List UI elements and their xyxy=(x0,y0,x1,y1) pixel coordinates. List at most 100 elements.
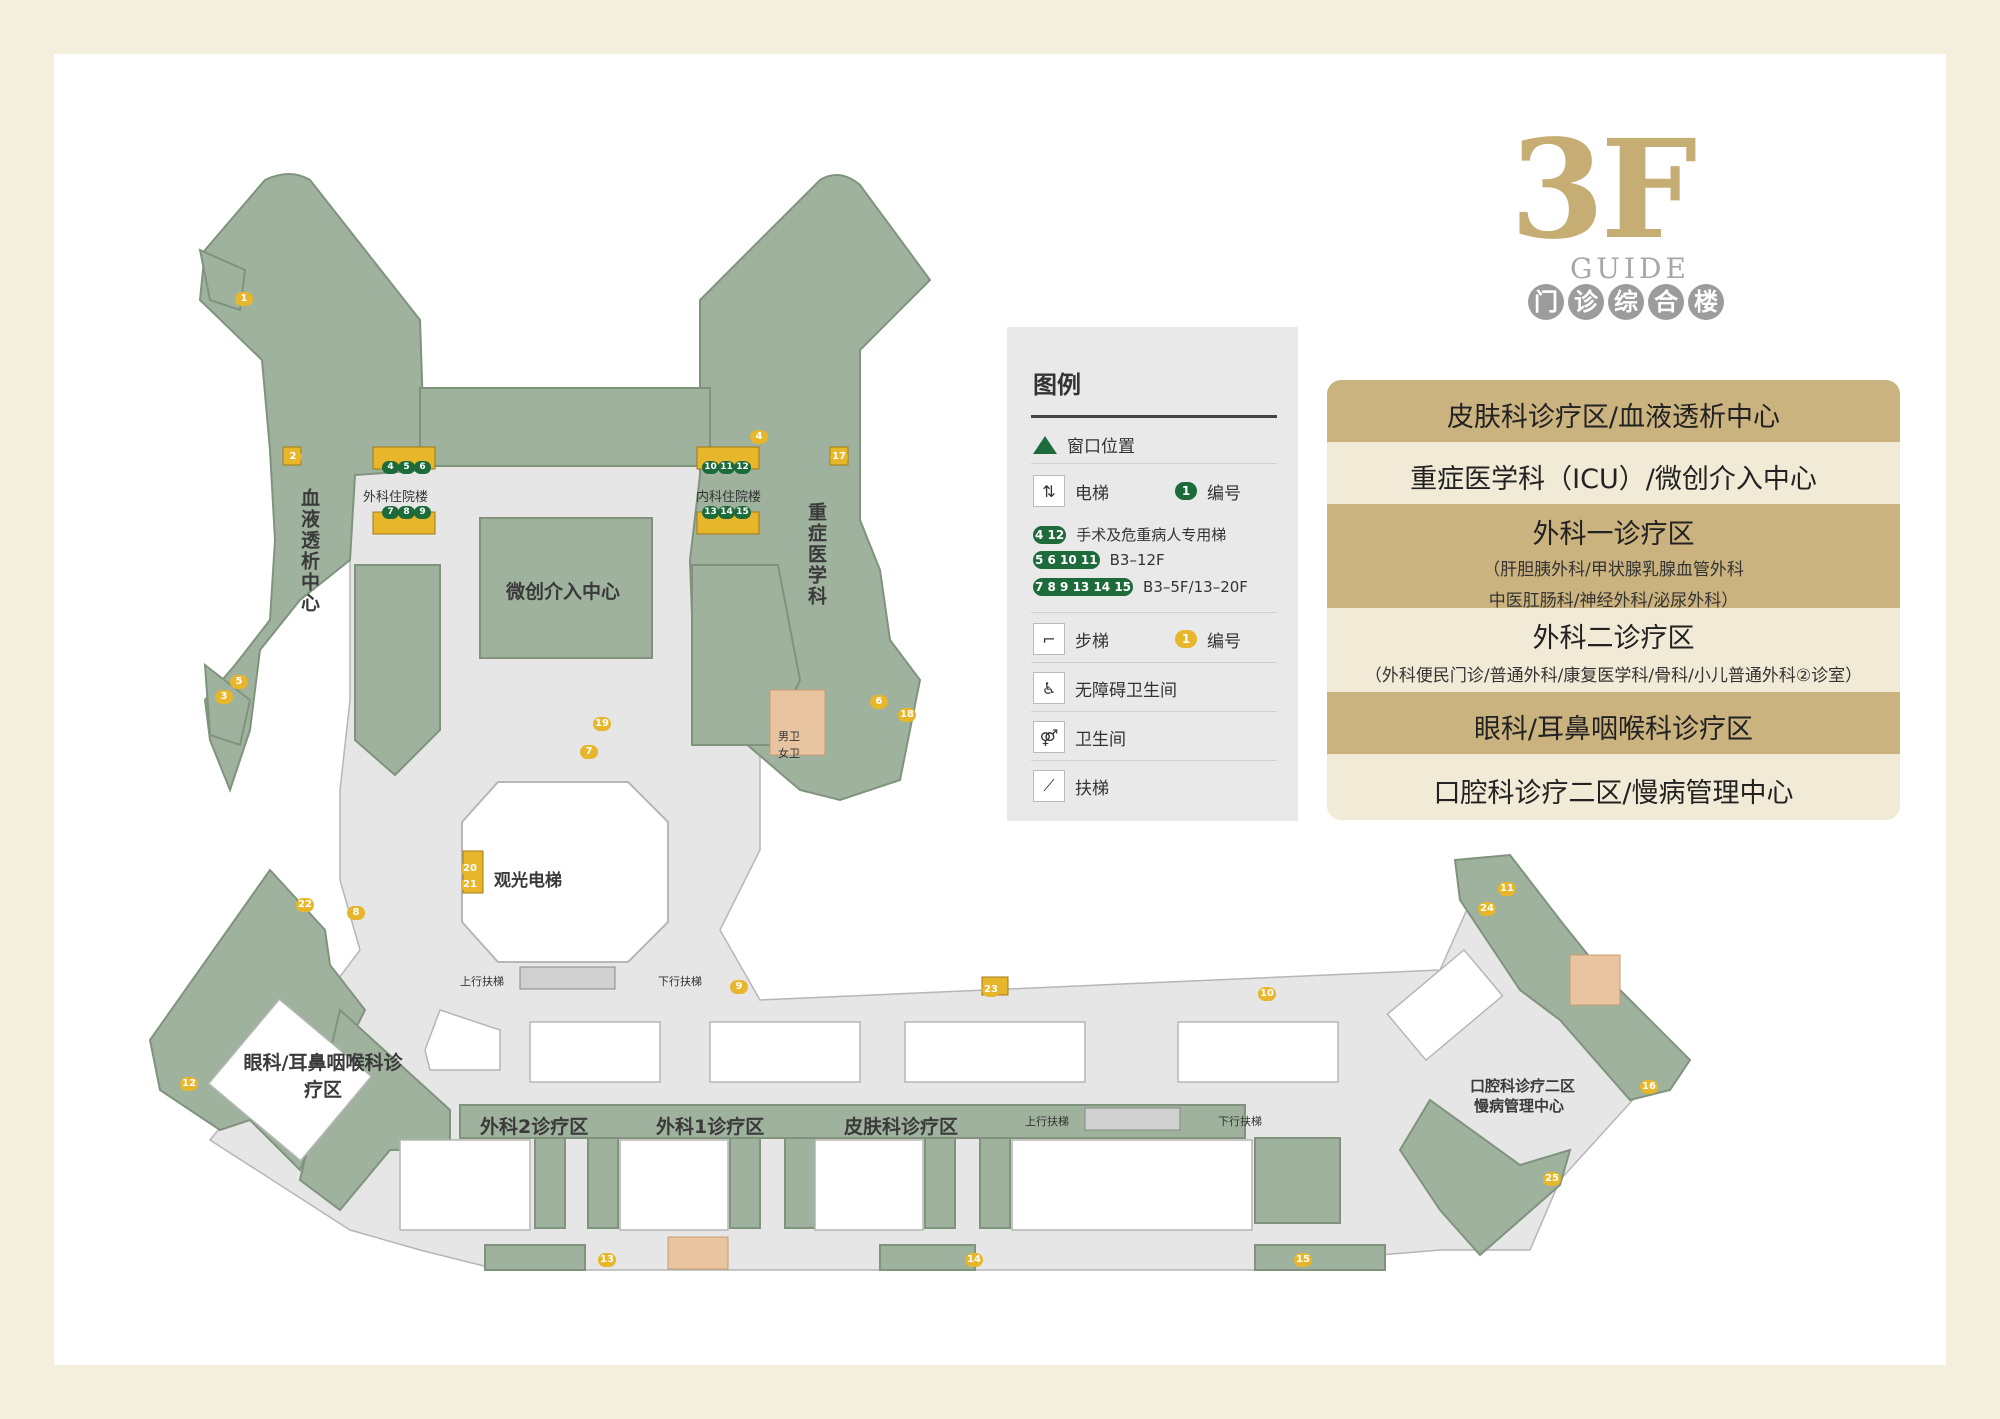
directory-row: 皮肤科诊疗区/血液透析中心 xyxy=(1327,380,1900,442)
directory-row-title: 眼科/耳鼻咽喉科诊疗区 xyxy=(1473,714,1754,745)
stair-number-badge: 22 xyxy=(296,898,314,912)
surgery-inpatient-label: 外科住院楼 xyxy=(363,490,429,505)
legend-rule xyxy=(1031,415,1277,418)
floor-number: 3F xyxy=(1510,110,1697,270)
directory-row-title: 重症医学科（ICU）/微创介入中心 xyxy=(1410,464,1817,495)
elevator-number-badge: 4 xyxy=(382,461,399,474)
dermatology-label: 皮肤科诊疗区 xyxy=(844,1116,959,1138)
north-band xyxy=(419,387,711,467)
lift-group-2-badges: 5 6 10 11 xyxy=(1033,551,1100,569)
dialysis-lobe-top xyxy=(198,248,247,312)
stair-number-badge: 9 xyxy=(730,980,748,994)
esc-up-label-north: 上行扶梯 xyxy=(460,975,504,988)
restroom-female-label: 女卫 xyxy=(778,747,800,760)
stair-number-badge: 2 xyxy=(284,450,302,464)
directory-row-sub: 中医肛肠科/神经外科/泌尿外科） xyxy=(1488,591,1739,611)
directory-row: 外科一诊疗区 （肝胆胰外科/甲状腺乳腺血管外科 中医肛肠科/神经外科/泌尿外科） xyxy=(1327,504,1900,611)
directory-row-title: 外科二诊疗区 xyxy=(1532,623,1695,654)
lift-group-1-badges: 4 12 xyxy=(1033,525,1067,544)
legend-stairs-number-label: 编号 xyxy=(1207,631,1241,652)
building-char: 合 xyxy=(1648,284,1684,320)
wheelchair-icon: ♿ xyxy=(1033,672,1065,704)
building-char: 诊 xyxy=(1568,284,1604,320)
stair-number-badge: 13 xyxy=(598,1253,616,1267)
stair-number-badge: 19 xyxy=(593,717,611,731)
south-clinic-blocks xyxy=(424,1009,1339,1083)
stair-number-badge: 18 xyxy=(898,708,916,722)
directory-row-sub: （肝胆胰外科/甲状腺乳腺血管外科 xyxy=(1483,560,1744,580)
elevator-number-badge: 10 xyxy=(702,461,719,474)
restroom-icu xyxy=(769,689,826,756)
elevator-number-badge: 1 xyxy=(1175,482,1197,500)
triangle-icon xyxy=(1033,435,1057,454)
icu-label: 重症医学科 xyxy=(805,502,827,607)
dental-label-2: 慢病管理中心 xyxy=(1474,1097,1565,1115)
legend-number-label: 编号 xyxy=(1207,483,1241,504)
sightseeing-elevator-label: 观光电梯 xyxy=(494,871,562,891)
directory-row-title: 皮肤科诊疗区/血液透析中心 xyxy=(1446,402,1781,433)
guide-label: GUIDE xyxy=(1570,252,1690,285)
legend-lift-group-2: 5 6 10 11 B3–12F xyxy=(1033,551,1165,569)
elevator-icon: ⇅ xyxy=(1033,475,1065,507)
stair-number-badge: 16 xyxy=(1640,1080,1658,1094)
building-char: 综 xyxy=(1608,284,1644,320)
lift-group-2-text: B3–12F xyxy=(1109,551,1165,569)
elevator-number-badge: 15 xyxy=(734,506,751,519)
elevator-number-badge: 6 xyxy=(414,461,431,474)
legend-accessible-toilet: ♿ 无障碍卫生间 xyxy=(1033,672,1177,704)
department-directory: 皮肤科诊疗区/血液透析中心 重症医学科（ICU）/微创介入中心 外科一诊疗区 （… xyxy=(1327,380,1900,820)
legend-stairs-label: 步梯 xyxy=(1075,631,1109,652)
stair-number-badge: 24 xyxy=(1478,902,1496,916)
elevator-number-badge: 12 xyxy=(734,461,751,474)
minimally-invasive-label: 微创介入中心 xyxy=(506,581,621,603)
directory-row: 外科二诊疗区 （外科便民门诊/普通外科/康复医学科/骨科/小儿普通外科②诊室） xyxy=(1327,608,1900,692)
elevator-number-badge: 7 xyxy=(382,506,399,519)
legend-lift-group-1: 4 12 手术及危重病人专用梯 xyxy=(1033,524,1226,545)
legend-toilet-label: 卫生间 xyxy=(1075,729,1126,750)
directory-row: 眼科/耳鼻咽喉科诊疗区 xyxy=(1327,692,1900,754)
stair-number-badge: 21 xyxy=(461,878,479,892)
esc-down-label-south: 下行扶梯 xyxy=(1218,1115,1262,1128)
elevator-number-badge: 8 xyxy=(398,506,415,519)
dental-light-room xyxy=(1386,948,1504,1062)
sightseeing-atrium xyxy=(461,781,669,963)
stair-number-badge: 23 xyxy=(982,983,1000,997)
stair-number-badge: 25 xyxy=(1543,1172,1561,1186)
escalators xyxy=(519,966,1181,1131)
stair-number-badge: 4 xyxy=(750,430,768,444)
stairs-number-badge: 1 xyxy=(1175,630,1197,648)
directory-row: 口腔科诊疗二区/慢病管理中心 xyxy=(1327,754,1900,820)
surgery2-label: 外科2诊疗区 xyxy=(480,1116,589,1138)
dental-label-1: 口腔科诊疗二区 xyxy=(1470,1077,1576,1095)
legend-window-label: 窗口位置 xyxy=(1067,437,1135,457)
legend-escalator-label: 扶梯 xyxy=(1075,778,1109,799)
stair-number-badge: 8 xyxy=(347,906,365,920)
minimally-invasive-center xyxy=(479,517,653,659)
stair-number-badge: 11 xyxy=(1498,882,1516,896)
dialysis-center-label: 血液透析中心 xyxy=(298,488,320,614)
legend-title: 图例 xyxy=(1033,371,1081,399)
building-name: 门 诊 综 合 楼 xyxy=(1528,284,1724,320)
legend-lift-group-3: 7 8 9 13 14 15 B3–5F/13–20F xyxy=(1033,578,1248,596)
stair-number-badge: 20 xyxy=(461,862,479,876)
elevator-number-badge: 9 xyxy=(414,506,431,519)
restroom-dental xyxy=(1569,954,1621,1006)
stair-number-badge: 10 xyxy=(1258,987,1276,1001)
stair-number-badge: 17 xyxy=(830,450,848,464)
legend-window: 窗口位置 xyxy=(1033,432,1135,457)
building-char: 楼 xyxy=(1688,284,1724,320)
legend-elevator: ⇅ 电梯 1 编号 xyxy=(1033,475,1241,507)
surgery1-label: 外科1诊疗区 xyxy=(656,1116,765,1138)
lift-group-1-text: 手术及危重病人专用梯 xyxy=(1076,526,1227,544)
stair-number-badge: 7 xyxy=(580,745,598,759)
elevator-number-badge: 5 xyxy=(398,461,415,474)
stair-number-badge: 12 xyxy=(180,1077,198,1091)
escalator-icon: ⟋ xyxy=(1033,770,1065,802)
esc-down-label-north: 下行扶梯 xyxy=(658,975,702,988)
lift-group-3-text: B3–5F/13–20F xyxy=(1143,578,1248,596)
legend-accessible-toilet-label: 无障碍卫生间 xyxy=(1075,680,1177,701)
directory-row-title: 口腔科诊疗二区/慢病管理中心 xyxy=(1433,778,1794,809)
stair-number-badge: 6 xyxy=(870,695,888,709)
legend-escalator: ⟋ 扶梯 xyxy=(1033,770,1109,802)
dialysis-wing xyxy=(198,173,427,793)
